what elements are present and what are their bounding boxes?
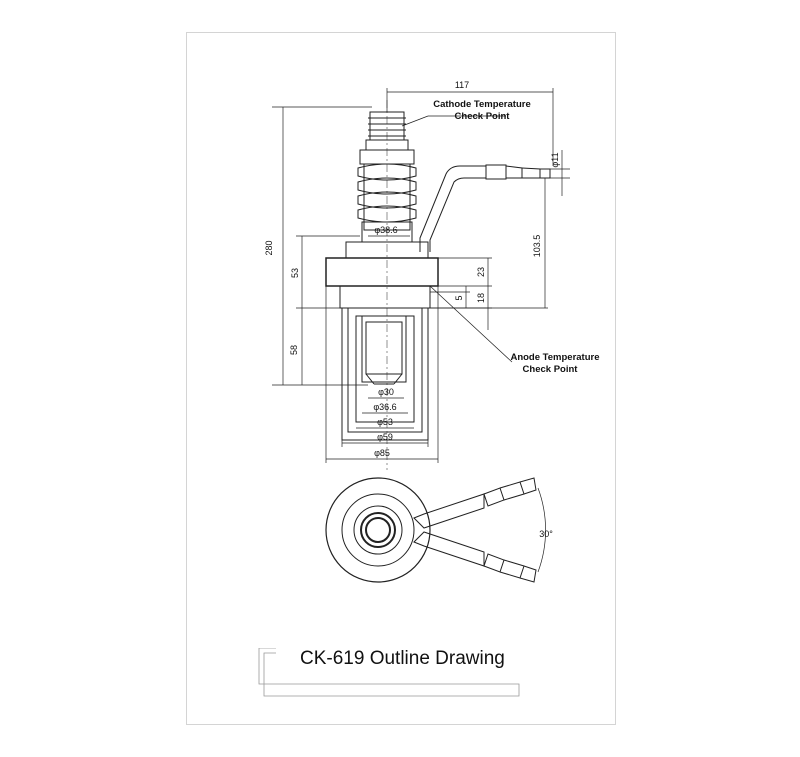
drawing-caption: CK-619 Outline Drawing: [300, 648, 505, 669]
dim-58: 58: [289, 345, 299, 355]
dim-dia-30: φ30: [378, 387, 394, 397]
dim-dia-38-6: φ38.6: [374, 225, 397, 235]
flange-body: [325, 241, 439, 309]
drawing-sheet: [186, 32, 616, 725]
anode-cooler: [341, 307, 429, 441]
dim-dia-53: φ53: [377, 417, 393, 427]
dim-dia-11: φ11: [550, 152, 560, 167]
cathode-note-line1: Cathode Temperature: [433, 99, 530, 110]
water-pipe: [419, 164, 551, 252]
dim-103-5: 103.5: [532, 235, 542, 258]
dimension-lines: [272, 88, 570, 463]
dim-dia-85: φ85: [374, 448, 390, 458]
dim-23: 23: [476, 267, 486, 277]
dim-5: 5: [454, 295, 464, 300]
dim-dia-59: φ59: [377, 432, 393, 442]
caption-frame: [258, 648, 520, 697]
cathode-note-line2: Check Point: [455, 111, 511, 122]
dim-53-height: 53: [290, 268, 300, 278]
dim-18: 18: [476, 293, 486, 303]
anode-note-line1: Anode Temperature: [510, 352, 599, 363]
dim-dia-36-6: φ36.6: [373, 402, 396, 412]
anode-note-line2: Check Point: [523, 364, 579, 375]
dim-280: 280: [264, 240, 274, 255]
dim-117: 117: [455, 80, 469, 90]
plan-view: [325, 477, 546, 583]
dim-angle-30: 30°: [539, 529, 553, 539]
